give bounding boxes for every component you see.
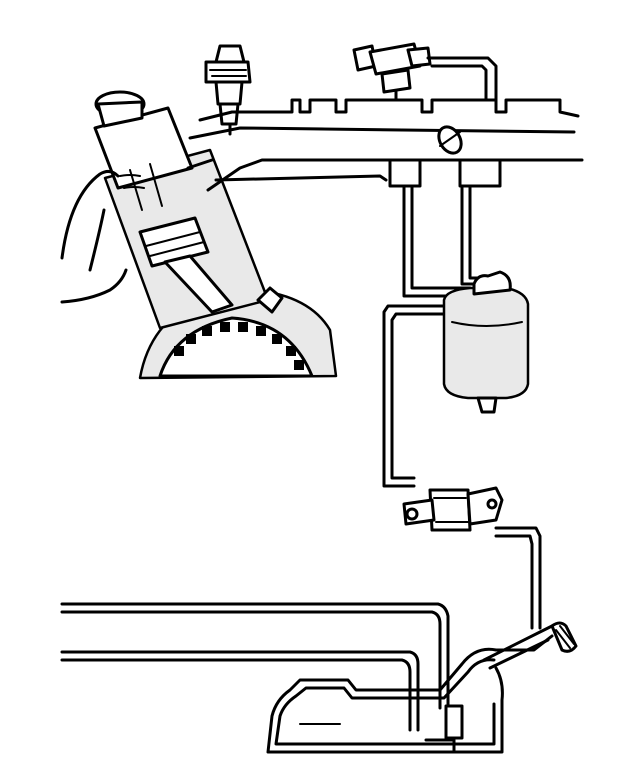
tank-inner <box>274 658 496 746</box>
gear-teeth <box>174 322 304 370</box>
fuel-pump <box>444 704 464 740</box>
spark-plug <box>256 286 284 314</box>
flywheel-gear <box>158 316 314 378</box>
charcoal-canister <box>442 270 530 414</box>
throttle-valve <box>437 125 463 155</box>
fuel-tank <box>266 624 554 754</box>
fuel-lines <box>60 184 542 732</box>
vent-valve <box>402 486 504 532</box>
engine-cylinder <box>60 90 338 380</box>
valve-spring <box>129 163 163 211</box>
manifold-bottom-wall <box>188 126 576 140</box>
fuel-injector <box>204 44 252 136</box>
filler-cap <box>550 621 578 653</box>
engine-hose-left <box>60 169 120 260</box>
intake-manifold <box>186 98 584 192</box>
canister-body <box>442 286 530 400</box>
manifold-top-wall <box>198 98 580 122</box>
tank-outer <box>266 634 554 754</box>
purge-valve <box>352 42 498 102</box>
connecting-rod <box>163 254 234 314</box>
